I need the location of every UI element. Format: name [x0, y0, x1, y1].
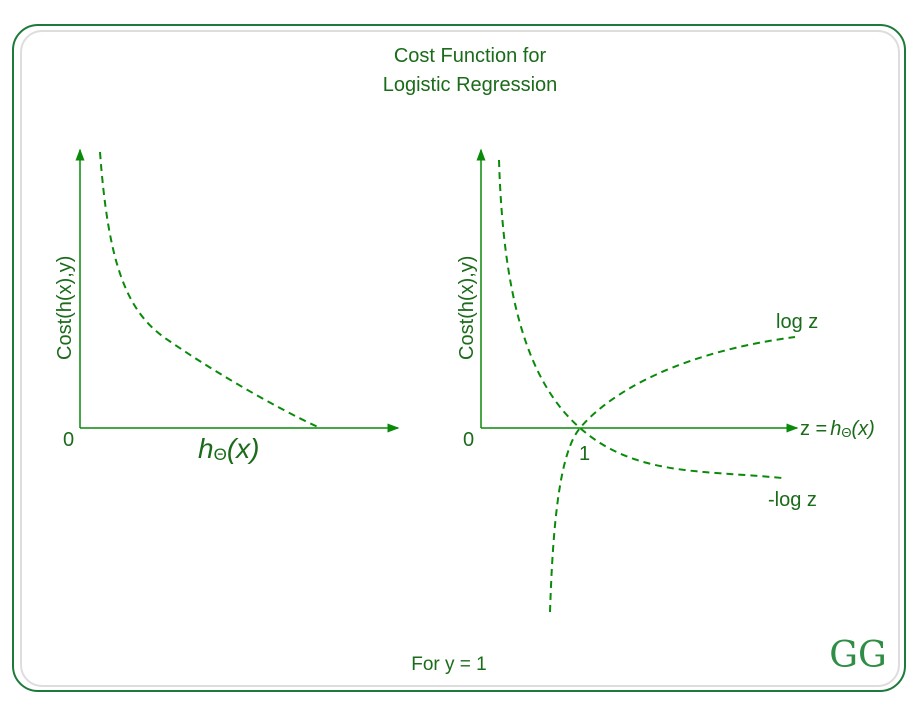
- neglog-curve: [498, 159, 783, 479]
- title-line-1: Cost Function for: [394, 45, 547, 67]
- log-z-label: log z: [776, 311, 818, 333]
- right-origin: 0: [463, 429, 474, 451]
- log-curve: [549, 336, 796, 613]
- left-y-label: Cost(h(x),y): [54, 256, 76, 360]
- inner-frame: [20, 30, 900, 687]
- right-y-label: Cost(h(x),y): [456, 256, 478, 360]
- tick-one: 1: [579, 443, 590, 465]
- left-neglog-curve: [99, 151, 321, 429]
- title-line-2: Logistic Regression: [383, 74, 558, 96]
- footer-note: For y = 1: [411, 654, 487, 675]
- outer-frame: [12, 24, 906, 692]
- left-origin: 0: [63, 429, 74, 451]
- gfg-logo: GG: [829, 635, 887, 676]
- left-x-label: hΘ(x): [198, 433, 259, 464]
- right-x-label: z =hΘ(x): [800, 418, 875, 440]
- neglog-z-label: -log z: [768, 489, 817, 511]
